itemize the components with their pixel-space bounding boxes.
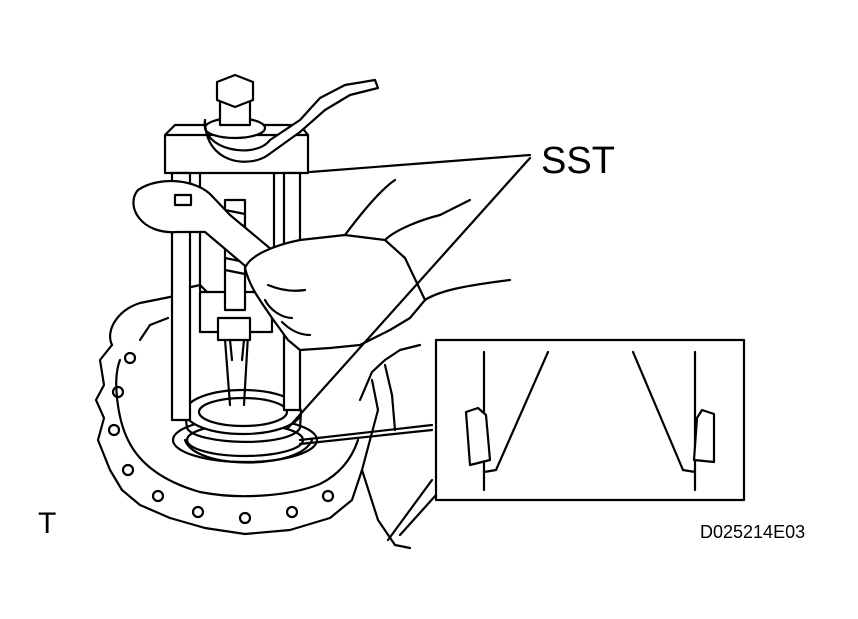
callout-leaders: [286, 153, 532, 542]
ring-wrench: [203, 78, 380, 163]
corner-mark-label: T: [38, 507, 57, 540]
transmission-case: [94, 283, 422, 550]
sst-callout-label: SST: [541, 140, 615, 182]
figure-code-label: D025214E03: [700, 522, 806, 542]
hand-sleeve: [243, 178, 512, 352]
detail-inset: [434, 338, 746, 502]
